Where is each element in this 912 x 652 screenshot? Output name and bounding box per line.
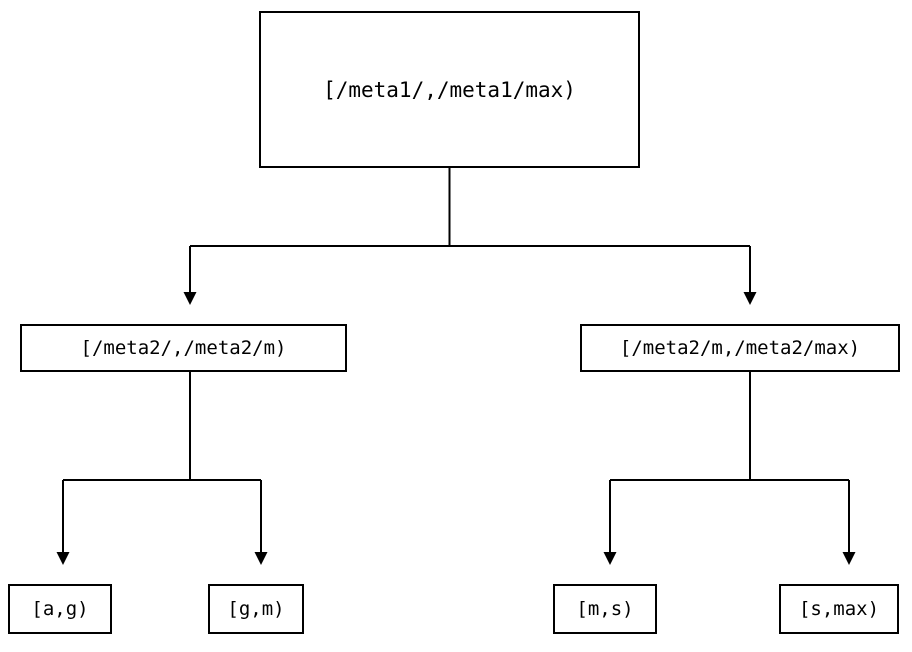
arrowhead-leaf-1 xyxy=(254,552,268,565)
node-mid-left: [/meta2/,/meta2/m) xyxy=(20,324,347,372)
arrowhead-leaf-2 xyxy=(603,552,617,565)
node-leaf-2: [m,s) xyxy=(553,584,657,634)
arrowhead-leaf-0 xyxy=(56,552,70,565)
node-mid-right: [/meta2/m,/meta2/max) xyxy=(580,324,900,372)
arrowhead-mid-left xyxy=(183,292,197,305)
arrowhead-leaf-3 xyxy=(842,552,856,565)
node-leaf-3: [s,max) xyxy=(779,584,899,634)
node-leaf-1: [g,m) xyxy=(208,584,304,634)
arrowhead-mid-right xyxy=(743,292,757,305)
node-root: [/meta1/,/meta1/max) xyxy=(259,11,640,168)
node-leaf-0: [a,g) xyxy=(8,584,112,634)
